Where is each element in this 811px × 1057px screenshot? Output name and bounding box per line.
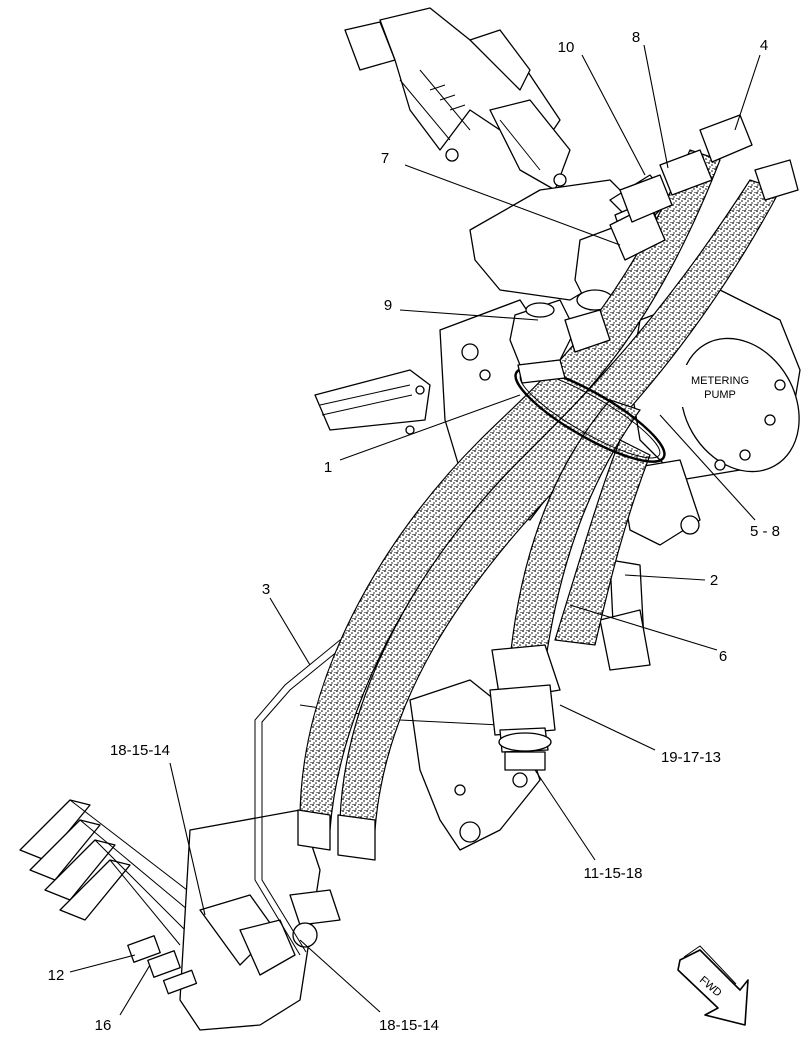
fitting-stack-lower	[489, 644, 561, 771]
callout-12: 12	[48, 967, 65, 984]
callout-16: 16	[95, 1017, 112, 1034]
callout-11-15-18: 11-15-18	[584, 865, 643, 882]
hose-group	[297, 114, 799, 861]
upper-linkage	[344, 7, 571, 191]
metering-pump-label-line1: METERING	[691, 375, 749, 387]
callout-4: 4	[760, 37, 768, 54]
fitting-9	[509, 299, 611, 384]
callout-8: 8	[632, 29, 640, 46]
callout-2: 2	[710, 572, 718, 589]
forward-direction-arrow: FWD	[677, 945, 749, 1026]
fittings-upper	[609, 149, 713, 261]
callout-1: 1	[324, 459, 332, 476]
metering-pump-label-line2: PUMP	[704, 389, 736, 401]
callout-10: 10	[558, 39, 575, 56]
callout-9: 9	[384, 297, 392, 314]
callout-19-17-13: 19-17-13	[661, 749, 721, 766]
callout-7: 7	[381, 150, 389, 167]
callout-6: 6	[719, 648, 727, 665]
callout-18-15-14-top: 18-15-14	[110, 742, 170, 759]
callout-3: 3	[262, 581, 270, 598]
callout-5-8: 5 - 8	[750, 523, 780, 540]
callout-labels: 10 8 4 7 9 1 5 - 8 2 3 6 19-17-13 18-15-…	[48, 29, 780, 1034]
callout-18-15-14-bottom: 18-15-14	[379, 1017, 439, 1034]
leader-lines	[69, 44, 761, 1016]
lower-left-assembly	[19, 799, 341, 1031]
